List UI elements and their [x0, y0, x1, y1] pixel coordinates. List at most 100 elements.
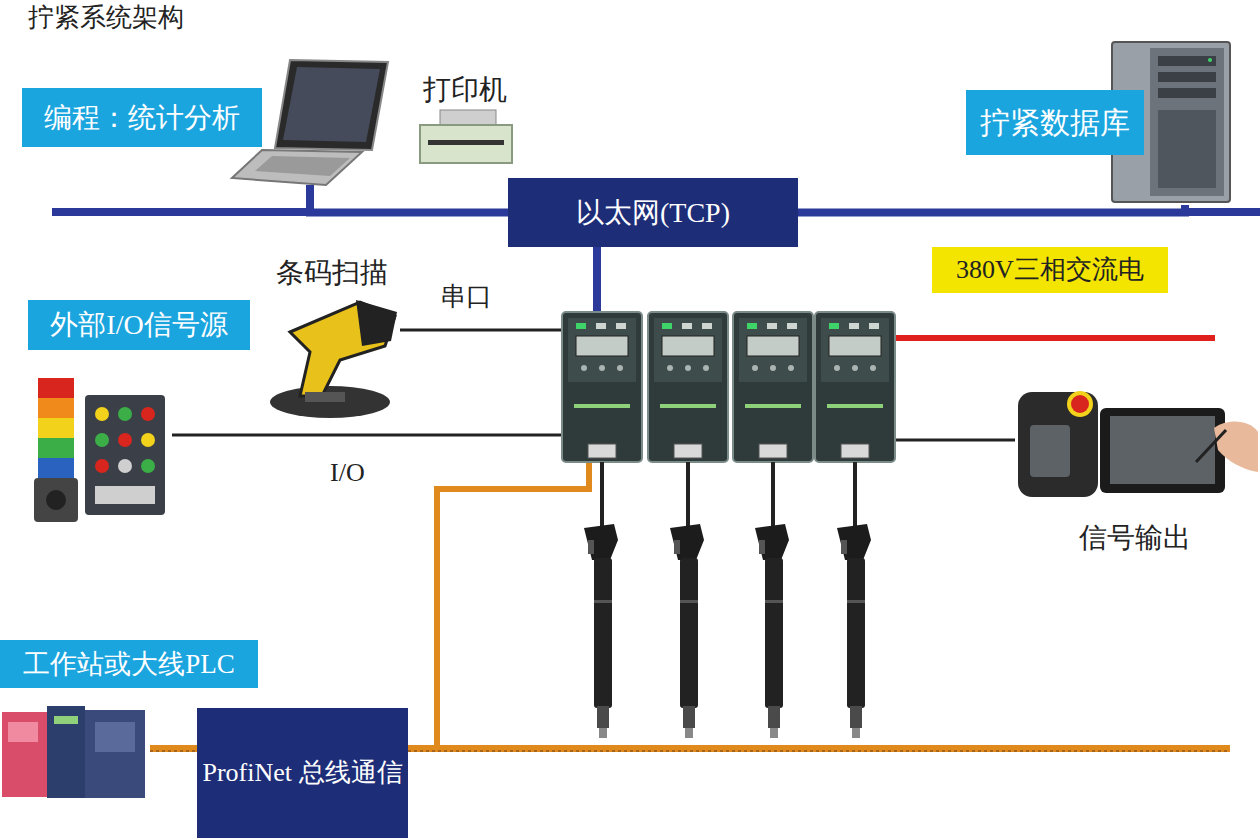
- nutrunner-tool: [837, 462, 871, 738]
- nutrunner-tool: [599, 728, 607, 738]
- nutrunner-tool: [584, 524, 618, 560]
- barcode-scanner-picture: [356, 300, 397, 346]
- nutrunner-tool: [600, 462, 604, 526]
- tightening-controller: [662, 336, 714, 356]
- tightening-controller: [815, 312, 895, 462]
- profinet-bus: [586, 460, 592, 490]
- laptop-picture: [232, 150, 362, 185]
- signal-wires: [400, 329, 562, 332]
- plc-picture: [47, 706, 85, 798]
- io-signal-source-picture: [95, 486, 155, 504]
- io-signal-source-picture: [118, 459, 132, 473]
- tightening-controller: [702, 323, 712, 329]
- io-signal-source-picture: [141, 407, 155, 421]
- server-picture: [1158, 72, 1216, 82]
- nutrunner-tool: [594, 558, 612, 708]
- tightening-controller: [667, 365, 673, 371]
- signal-output-picture: [1196, 430, 1226, 462]
- nutrunner-tool: [686, 462, 690, 526]
- io-signal-source-picture: [141, 459, 155, 473]
- nutrunner-tool: [594, 600, 612, 603]
- nutrunner-tool: [847, 558, 865, 708]
- io-signal-source-picture: [118, 407, 132, 421]
- tightening-controller: [834, 365, 840, 371]
- tightening-controller: [588, 444, 616, 458]
- tightening-controller: [581, 365, 587, 371]
- node-label: 以太网(TCP): [508, 178, 798, 247]
- server-picture: [1158, 110, 1216, 188]
- tightening-controller: [568, 318, 636, 382]
- nutrunner-tool: [588, 540, 594, 554]
- tightening-database: 拧紧数据库: [966, 40, 1238, 205]
- nutrunner-tool: [771, 462, 775, 526]
- tightening-controller: [767, 323, 777, 329]
- plc-picture: [8, 722, 38, 742]
- io-signal-source-picture: [34, 378, 165, 522]
- node-label: 编程：统计分析: [22, 88, 262, 147]
- signal-output: 信号输出: [1015, 385, 1258, 557]
- printer-picture: [420, 110, 512, 163]
- io-signal-source-picture: [95, 433, 109, 447]
- server-picture: [1208, 58, 1212, 62]
- io-signal-source-picture: [38, 458, 74, 478]
- io-signal-source-picture: [34, 478, 78, 522]
- plc-picture: [54, 716, 78, 724]
- io-signal-source-picture: [38, 378, 74, 398]
- tightening-controller: [829, 323, 839, 329]
- io-signal-source-picture: [95, 459, 109, 473]
- tightening-controller: [599, 365, 605, 371]
- io-signal-source-picture: [46, 490, 66, 510]
- tightening-controller: [733, 312, 813, 462]
- node-label: 380V三相交流电: [932, 247, 1168, 293]
- node-label: 条码扫描: [262, 255, 402, 291]
- ethernet-box: 以太网(TCP): [508, 178, 798, 247]
- tightening-controller: [852, 365, 858, 371]
- nutrunner-tool: [584, 462, 618, 738]
- wire-label: 串口: [440, 281, 492, 312]
- nutrunner-tool: [597, 706, 609, 728]
- laptop-picture: [275, 60, 388, 150]
- plc-picture: [85, 710, 145, 798]
- nutrunner-tool: [765, 600, 783, 603]
- barcode-scanner-picture: [270, 300, 397, 418]
- ethernet-bus: [52, 208, 310, 216]
- diagram-title: 拧紧系统架构: [28, 2, 184, 33]
- nutrunner-tool: [683, 706, 695, 728]
- printer-picture: [428, 140, 504, 145]
- plc-picture: [2, 706, 145, 798]
- tightening-controller: [821, 318, 889, 382]
- tightening-controller: [617, 365, 623, 371]
- tightening-controller: [648, 312, 728, 462]
- nutrunner-tool: [755, 462, 789, 738]
- controllers-and-tools: [562, 312, 895, 738]
- nutrunner-tool: [852, 728, 860, 738]
- printer-picture: [420, 125, 512, 163]
- tightening-controller: [752, 365, 758, 371]
- nutrunner-tool: [680, 558, 698, 708]
- printer-picture: [440, 110, 496, 126]
- server-picture: [1158, 56, 1216, 66]
- tightening-controller: [674, 444, 702, 458]
- signal-output-picture: [1100, 408, 1225, 493]
- plc-picture: [95, 722, 135, 752]
- nutrunner-tool: [837, 524, 871, 560]
- tightening-controller: [576, 336, 628, 356]
- barcode-scanner: 条码扫描: [262, 255, 402, 420]
- tightening-controller: [562, 312, 642, 462]
- tightening-controller: [574, 404, 630, 408]
- io-signal-source-picture: [38, 438, 74, 458]
- nutrunner-tool: [755, 524, 789, 560]
- signal-output-picture: [1018, 392, 1098, 497]
- io-signal-source-picture: [141, 433, 155, 447]
- profinet-bus: [434, 486, 592, 492]
- plc-station: 工作站或大线PLC: [0, 640, 258, 688]
- signal-wires: [172, 434, 562, 437]
- plc-picture: [2, 712, 47, 797]
- wire-label: I/O: [330, 457, 365, 488]
- tightening-controller: [827, 404, 883, 408]
- signal-wires: [895, 439, 1015, 442]
- server-picture: [1158, 88, 1216, 98]
- programming-station: 编程：统计分析: [22, 55, 385, 185]
- signal-output-picture: [1067, 391, 1093, 417]
